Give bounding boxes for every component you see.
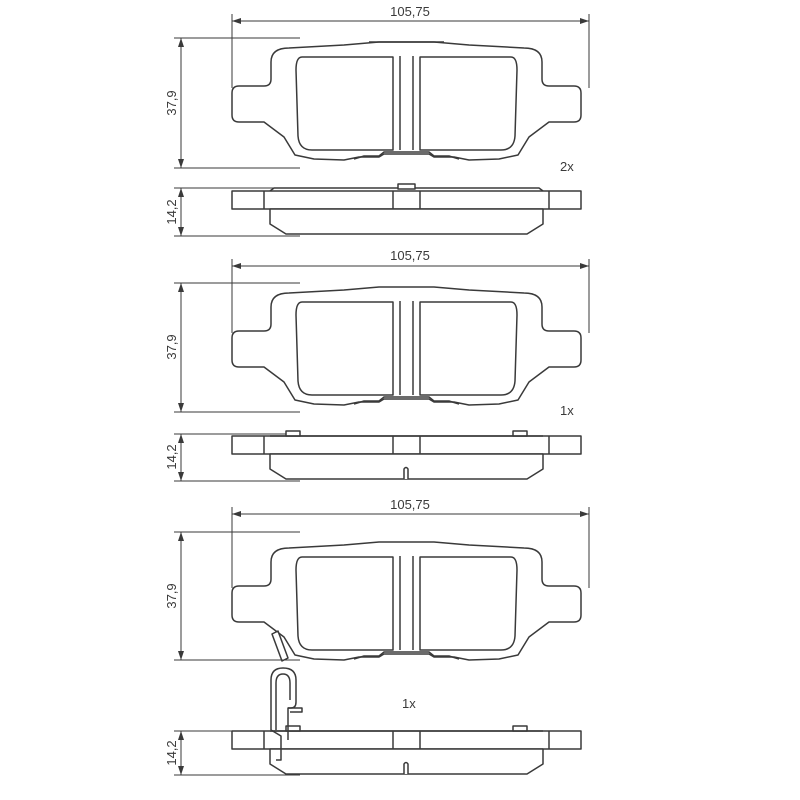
view-2-width-label: 105,75 xyxy=(390,248,430,263)
view-1-height-dimension: 37,9 xyxy=(164,37,300,169)
view-3-thickness-dimension: 14,2 xyxy=(164,730,300,776)
view-1-thickness-label: 14,2 xyxy=(164,199,179,224)
view-1-quantity: 2x xyxy=(560,159,574,174)
view-2-thickness-dimension: 14,2 xyxy=(164,433,300,482)
view-3-thickness-label: 14,2 xyxy=(164,740,179,765)
view-3-pad-side-outline xyxy=(231,725,582,775)
view-1-height-label: 37,9 xyxy=(164,90,179,115)
view-1-thickness-dimension: 14,2 xyxy=(164,187,300,237)
view-2-height-label: 37,9 xyxy=(164,334,179,359)
view-1-pad-front-outline xyxy=(231,41,582,161)
view-2-height-dimension: 37,9 xyxy=(164,282,300,413)
view-3-width-label: 105,75 xyxy=(390,497,430,512)
view-2-width-dimension: 105,75 xyxy=(231,248,590,333)
view-3-height-dimension: 37,9 xyxy=(164,531,300,661)
view-1-width-dimension: 105,75 xyxy=(231,4,590,88)
view-3-width-dimension: 105,75 xyxy=(231,497,590,588)
view-1-width-label: 105,75 xyxy=(390,4,430,19)
view-3-pad-front-outline xyxy=(231,541,582,662)
view-2-thickness-label: 14,2 xyxy=(164,444,179,469)
view-1: 105,75 37,9 14,2 2x xyxy=(164,4,590,237)
view-2-pad-side-outline xyxy=(231,430,582,480)
view-3: 105,75 37,9 14,2 1x xyxy=(164,497,590,776)
view-3-wear-indicator-clip xyxy=(270,667,303,761)
view-2-quantity: 1x xyxy=(560,403,574,418)
view-3-quantity: 1x xyxy=(402,696,416,711)
view-3-height-label: 37,9 xyxy=(164,583,179,608)
view-2-pad-front-outline xyxy=(231,286,582,406)
view-2: 105,75 37,9 14,2 1x xyxy=(164,248,590,482)
view-1-pad-side-outline xyxy=(231,183,582,235)
